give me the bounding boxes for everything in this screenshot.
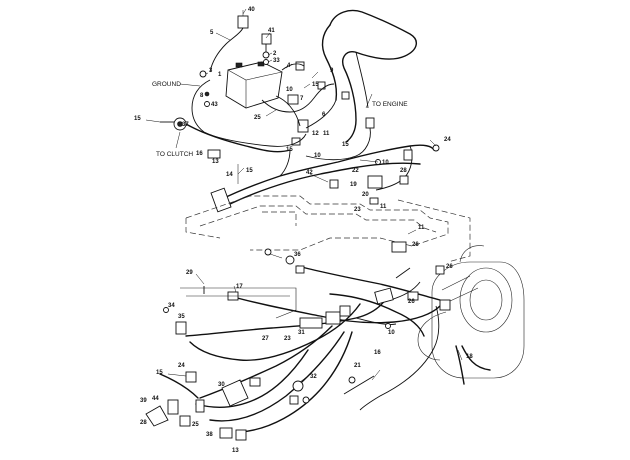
callout-5: 5 (210, 30, 214, 36)
callout-16: 16 (196, 151, 203, 157)
callout-20: 20 (362, 192, 369, 198)
callout-13b: 13 (232, 448, 239, 454)
callout-15a: 15 (312, 82, 319, 88)
callout-12: 12 (312, 131, 319, 137)
callout-17: 17 (236, 284, 243, 290)
callout-42: 42 (306, 170, 313, 176)
callout-40: 40 (248, 7, 255, 13)
handlebar-harness (321, 9, 417, 143)
callout-2: 2 (273, 51, 277, 57)
callout-38: 38 (206, 432, 213, 438)
callout-30: 30 (218, 382, 225, 388)
callout-11c: 11 (418, 225, 425, 231)
callout-29: 29 (186, 270, 193, 276)
lower-parts (145, 248, 491, 441)
callout-6: 6 (322, 112, 326, 118)
callout-32: 32 (310, 374, 317, 380)
callout-10c: 10 (382, 160, 389, 166)
callout-25b: 25 (192, 422, 199, 428)
callout-15c: 15 (286, 147, 293, 153)
label-ground: GROUND (152, 81, 181, 88)
callout-23a: 23 (354, 207, 361, 213)
callout-26b: 26 (446, 264, 453, 270)
callout-35: 35 (178, 314, 185, 320)
callout-37: 37 (182, 122, 189, 128)
callout-7: 7 (300, 96, 304, 102)
callout-24b: 24 (178, 363, 185, 369)
lower-frame (180, 287, 297, 319)
callout-10b: 10 (314, 153, 321, 159)
label-to-clutch: TO CLUTCH (156, 151, 193, 158)
callout-44: 44 (152, 396, 159, 402)
callout-39: 39 (140, 398, 147, 404)
label-to-engine: TO ENGINE (372, 101, 408, 108)
callout-15b: 15 (134, 116, 141, 122)
engine-block (417, 245, 525, 379)
callout-15e: 15 (246, 168, 253, 174)
text-labels: GROUND TO CLUTCH TO ENGINE (152, 81, 408, 158)
callout-11b: 11 (380, 204, 387, 210)
callout-28b: 28 (140, 420, 147, 426)
callout-34: 34 (168, 303, 175, 309)
callout-10d: 10 (388, 330, 395, 336)
callout-26a: 26 (412, 242, 419, 248)
callout-11a: 11 (323, 131, 330, 137)
callout-4: 4 (287, 63, 291, 69)
callout-43: 43 (211, 102, 218, 108)
callout-25a: 25 (254, 115, 261, 121)
callout-33: 33 (273, 58, 280, 64)
callout-16b: 16 (374, 350, 381, 356)
callout-9: 9 (330, 68, 334, 74)
callout-31: 31 (298, 330, 305, 336)
callout-13a: 13 (212, 159, 219, 165)
callout-26c: 26 (408, 299, 415, 305)
callout-19: 19 (350, 182, 357, 188)
callout-3: 3 (209, 68, 213, 74)
battery (225, 61, 283, 109)
main-harness-upper (210, 144, 440, 213)
callout-24: 24 (444, 137, 451, 143)
callout-28: 28 (400, 168, 407, 174)
callout-15d: 15 (342, 142, 349, 148)
callout-41: 41 (268, 28, 275, 34)
callout-18: 18 (466, 354, 473, 360)
callout-14: 14 (226, 172, 233, 178)
callout-27: 27 (262, 336, 269, 342)
callout-21: 21 (354, 363, 361, 369)
callout-36: 36 (294, 252, 301, 258)
callout-10a: 10 (286, 87, 293, 93)
leader-lines (145, 8, 463, 383)
callout-8: 8 (200, 93, 204, 99)
callout-numbers: 40 5 41 2 33 3 1 4 9 15 8 43 10 7 6 25 1… (134, 7, 473, 454)
upper-wires (160, 27, 371, 161)
callout-23b: 23 (284, 336, 291, 342)
callout-15f: 15 (156, 370, 163, 376)
callout-1: 1 (218, 72, 222, 78)
dashed-frame (185, 195, 471, 263)
callout-22: 22 (352, 168, 359, 174)
